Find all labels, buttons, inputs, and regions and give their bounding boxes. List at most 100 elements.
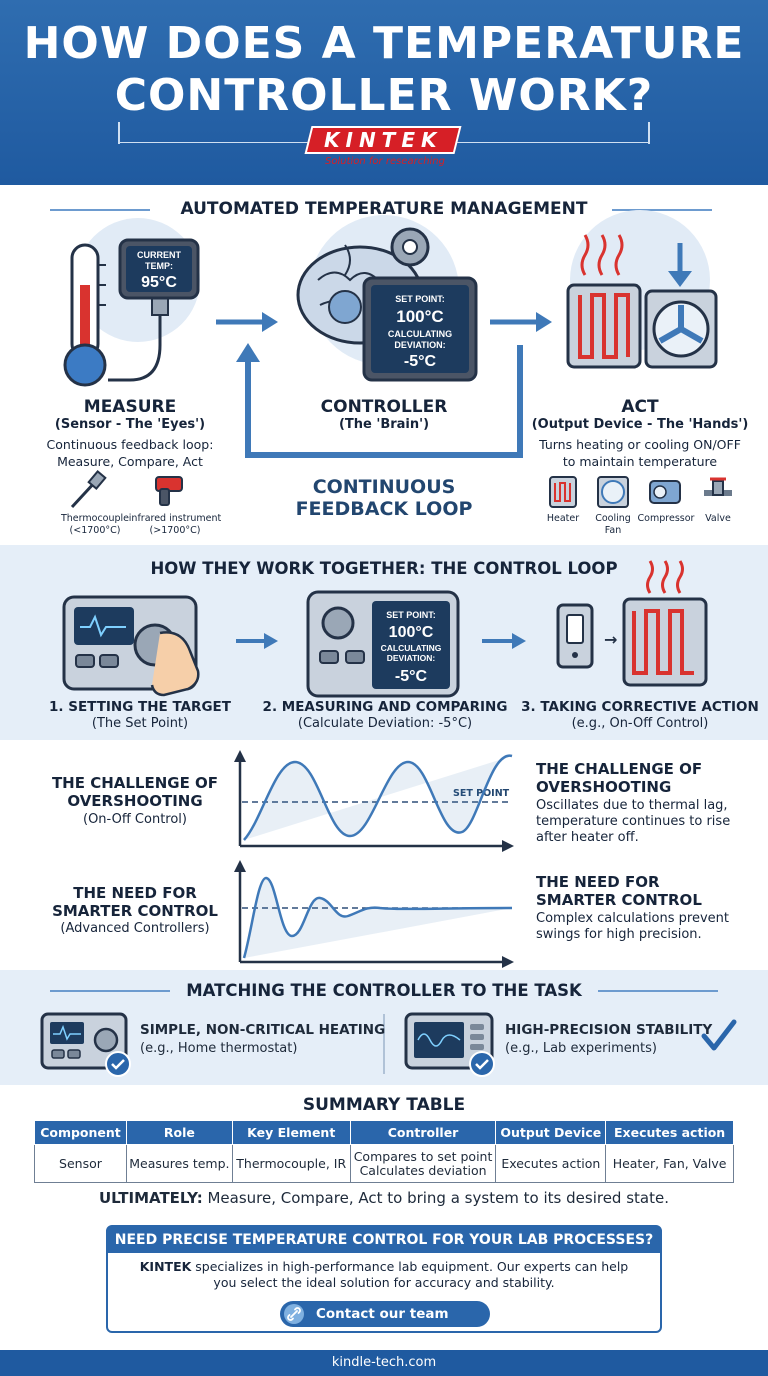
table-header: Executes action <box>605 1120 734 1145</box>
table-header: Role <box>125 1120 233 1145</box>
logo-tagline: Solution for researching <box>324 156 445 167</box>
table-cell: Thermocouple, IR <box>231 1144 351 1183</box>
svg-text:CONTINUOUS: CONTINUOUS <box>313 476 456 498</box>
cooling-fan-small-icon <box>597 476 629 508</box>
measure-subtitle: (Sensor - The 'Eyes') <box>54 417 206 432</box>
precision-subtitle: (e.g., Lab experiments) <box>505 1041 657 1056</box>
matching-title: MATCHING THE CONTROLLER TO THE TASK <box>186 981 582 1000</box>
simple-heating-title: SIMPLE, NON-CRITICAL HEATING <box>140 1022 386 1038</box>
step-1-title: 1. SETTING THE TARGET <box>49 699 231 715</box>
comparing-controller-icon <box>306 590 460 698</box>
step-2-title: 2. MEASURING AND COMPARING <box>262 699 508 715</box>
compressor-small-icon <box>649 480 681 504</box>
svg-text:FEEDBACK LOOP: FEEDBACK LOOP <box>296 498 473 520</box>
arrow-right-icon <box>490 312 552 332</box>
cta-box: NEED PRECISE TEMPERATURE CONTROL FOR YOU… <box>106 1225 662 1348</box>
heater-icon <box>622 560 708 687</box>
ultimately-statement: ULTIMATELY: Measure, Compare, Act to bri… <box>99 1189 669 1207</box>
summary-table: Component Role Key Element Controller Ou… <box>34 1120 734 1183</box>
arrow-right-icon <box>236 633 278 649</box>
step-2-subtitle: (Calculate Deviation: -5°C) <box>297 716 473 731</box>
footer: kindle-tech.com <box>0 1350 768 1376</box>
overshoot-description: Oscillates due to thermal lag,temperatur… <box>536 798 731 845</box>
smarter-axes <box>234 860 514 968</box>
divider-right <box>450 142 650 143</box>
control-loop-diagram: SET POINT: 100°C CALCULATING DEVIATION: … <box>62 560 708 698</box>
simple-heating-subtitle: (e.g., Home thermostat) <box>140 1041 298 1056</box>
table-cell: Executes action <box>495 1144 607 1183</box>
overshoot-curve <box>243 754 513 841</box>
title-line-1: HOW DOES A TEMPERATURE <box>23 18 745 69</box>
link-icon <box>284 1304 304 1324</box>
sensor-thermocouple: Thermocouple(<1700°C) <box>60 513 130 536</box>
svg-text:DEVIATION:: DEVIATION: <box>387 653 436 663</box>
table-cell: Measures temp. <box>125 1144 233 1183</box>
section-rule-right <box>612 209 712 211</box>
svg-text:SET POINT:: SET POINT: <box>395 294 445 304</box>
contact-button-label: Contact our team today <box>316 1306 449 1348</box>
gear-icon <box>390 227 430 267</box>
small-arrow-icon: → <box>604 630 617 649</box>
thermocouple-icon <box>70 470 107 509</box>
automated-management-section: AUTOMATED TEMPERATURE MANAGEMENT CURRENT… <box>0 185 768 545</box>
section-rule-right <box>598 990 718 992</box>
divider-left <box>118 142 318 143</box>
control-loop-section: HOW THEY WORK TOGETHER: THE CONTROL LOOP… <box>0 545 768 740</box>
overshoot-left-subtitle: (On-Off Control) <box>83 812 187 827</box>
controller-subtitle: (The 'Brain') <box>338 417 430 432</box>
device-compressor: Compressor <box>637 513 695 524</box>
page-title: HOW DOES A TEMPERATURE CONTROLLER WORK? <box>0 0 768 122</box>
svg-text:CURRENT: CURRENT <box>137 250 182 260</box>
overshoot-axes <box>234 750 514 852</box>
measure-title: MEASURE <box>83 397 177 417</box>
svg-text:SET POINT:: SET POINT: <box>386 610 436 620</box>
infrared-instrument-icon <box>155 476 183 506</box>
table-header: Key Element <box>231 1120 351 1145</box>
svg-text:-5°C: -5°C <box>395 668 428 685</box>
section-title: AUTOMATED TEMPERATURE MANAGEMENT <box>180 199 588 219</box>
heater-small-icon <box>549 476 577 508</box>
table-header-row: Component Role Key Element Controller Ou… <box>34 1120 734 1145</box>
feedback-loop-arrow-icon <box>236 343 523 458</box>
device-valve: Valve <box>705 513 731 524</box>
arrow-right-icon <box>216 312 278 332</box>
svg-text:95°C: 95°C <box>141 274 177 291</box>
section-rule-left <box>50 990 170 992</box>
measure-description: Continuous feedback loop:Measure, Compar… <box>46 437 214 469</box>
check-badge-icon <box>105 1051 131 1077</box>
svg-text:CALCULATING: CALCULATING <box>381 643 442 653</box>
footer-url[interactable]: kindle-tech.com <box>331 1355 437 1370</box>
smarter-left-subtitle: (Advanced Controllers) <box>60 921 210 936</box>
act-title: ACT <box>621 397 659 417</box>
summary-section: SUMMARY TABLE Component Role Key Element… <box>0 1085 768 1350</box>
precision-title: HIGH-PRECISION STABILITY <box>505 1022 713 1038</box>
device-cooling-fan: Cooling Fan <box>595 513 631 536</box>
header-banner: HOW DOES A TEMPERATURE CONTROLLER WORK? … <box>0 0 768 185</box>
table-header: Output Device <box>495 1120 607 1145</box>
step-3-title: 3. TAKING CORRECTIVE ACTION <box>521 699 759 715</box>
svg-text:100°C: 100°C <box>389 624 434 641</box>
table-header: Component <box>34 1120 127 1145</box>
divider-right-tick <box>648 122 650 144</box>
kintek-logo: KINTEK <box>304 126 462 154</box>
table-cell: Heater, Fan, Valve <box>605 1144 734 1183</box>
sensor-infrared: infrared instrument(>1700°C) <box>128 513 222 536</box>
contact-button[interactable]: Contact our team today <box>280 1301 490 1348</box>
summary-title: SUMMARY TABLE <box>302 1095 466 1115</box>
device-heater: Heater <box>546 513 580 524</box>
act-subtitle: (Output Device - The 'Hands') <box>531 417 749 432</box>
switch-icon <box>556 603 594 669</box>
step-3-subtitle: (e.g., On-Off Control) <box>571 716 709 731</box>
valve-small-icon <box>704 477 732 496</box>
matching-section: MATCHING THE CONTROLLER TO THE TASK <box>0 970 768 1085</box>
check-badge-icon <box>469 1051 495 1077</box>
table-row: Sensor Measures temp. Thermocouple, IR C… <box>34 1144 734 1183</box>
svg-text:CALCULATING: CALCULATING <box>388 329 452 339</box>
cta-body: KINTEK specializes in high-performance l… <box>139 1259 629 1290</box>
